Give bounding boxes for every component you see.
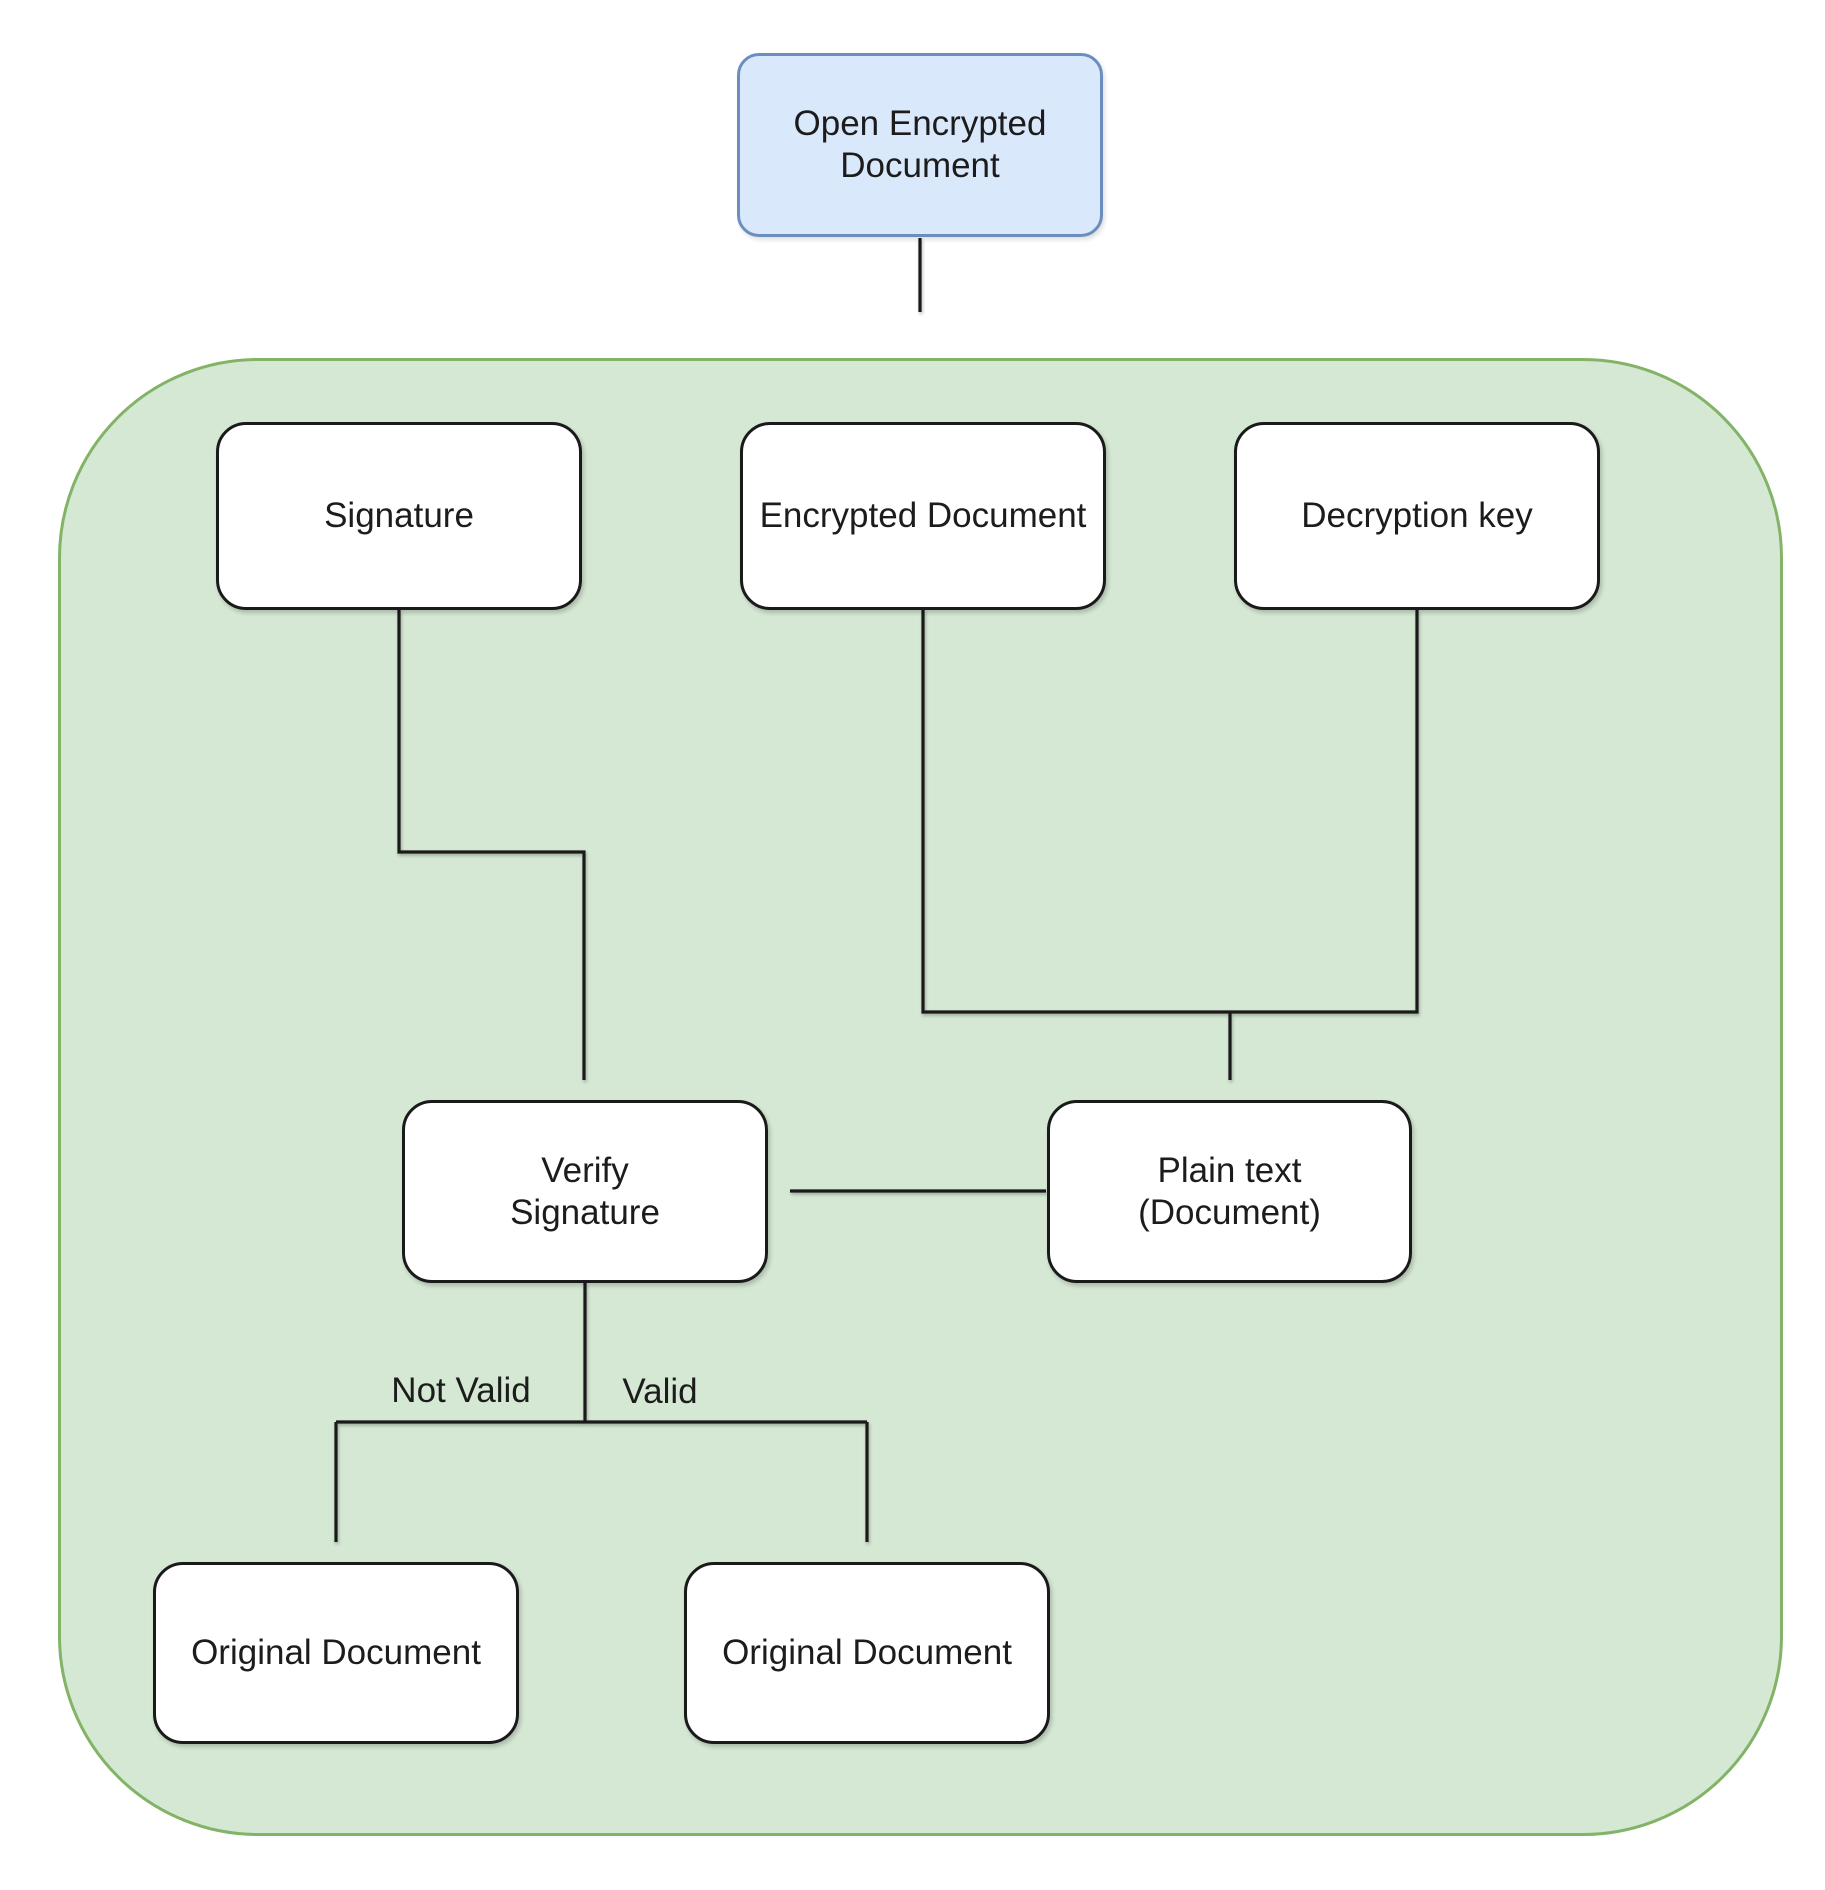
node-verify-signature: Verify Signature xyxy=(402,1100,768,1283)
edge-label-valid: Valid xyxy=(622,1372,698,1411)
node-signature: Signature xyxy=(216,422,582,610)
node-original-document-valid: Original Document xyxy=(684,1562,1050,1744)
edge-verify-split xyxy=(336,1283,867,1424)
node-encrypted-document: Encrypted Document xyxy=(740,422,1106,610)
edge-label-not-valid: Not Valid xyxy=(391,1371,531,1410)
node-plain-text: Plain text (Document) xyxy=(1047,1100,1412,1283)
edge-signature-to-verify xyxy=(397,610,586,1080)
edge-encrypted-and-key-junction xyxy=(921,610,1419,1014)
node-original-document-not-valid: Original Document xyxy=(153,1562,519,1744)
node-decryption-key: Decryption key xyxy=(1234,422,1600,610)
node-open-encrypted-document: Open Encrypted Document xyxy=(737,53,1103,237)
